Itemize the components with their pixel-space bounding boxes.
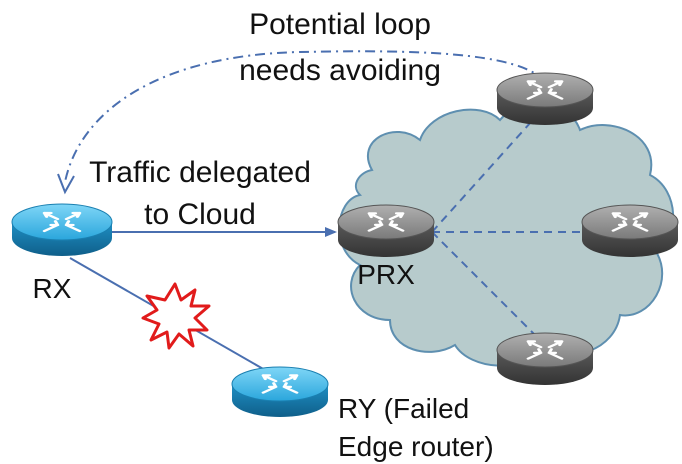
rx-label: RX [33,273,72,304]
cloud-links [431,111,592,341]
router-icon-cloud-bottom [496,332,594,385]
ry-label-line2: Edge router) [338,431,494,462]
router-icon-prx [337,204,435,257]
loop-label-line1: Potential loop [249,8,431,41]
link-prx-bottom [431,231,541,341]
loop-arrow [64,50,546,183]
prx-label: PRX [357,259,415,290]
router-icon-cloud-top [496,72,594,125]
router-icon-ry [231,366,329,417]
loop-arrowhead [57,173,75,195]
traffic-label-line1: Traffic delegated [89,156,311,189]
router-icon-rx [11,203,113,256]
traffic-label-line2: to Cloud [144,198,256,231]
cloud-icon [338,103,675,367]
loop-label-line2: needs avoiding [239,54,441,87]
ry-label-line1: RY (Failed [338,393,469,424]
explosion-icon [141,282,211,350]
router-icon-cloud-right [581,204,679,257]
